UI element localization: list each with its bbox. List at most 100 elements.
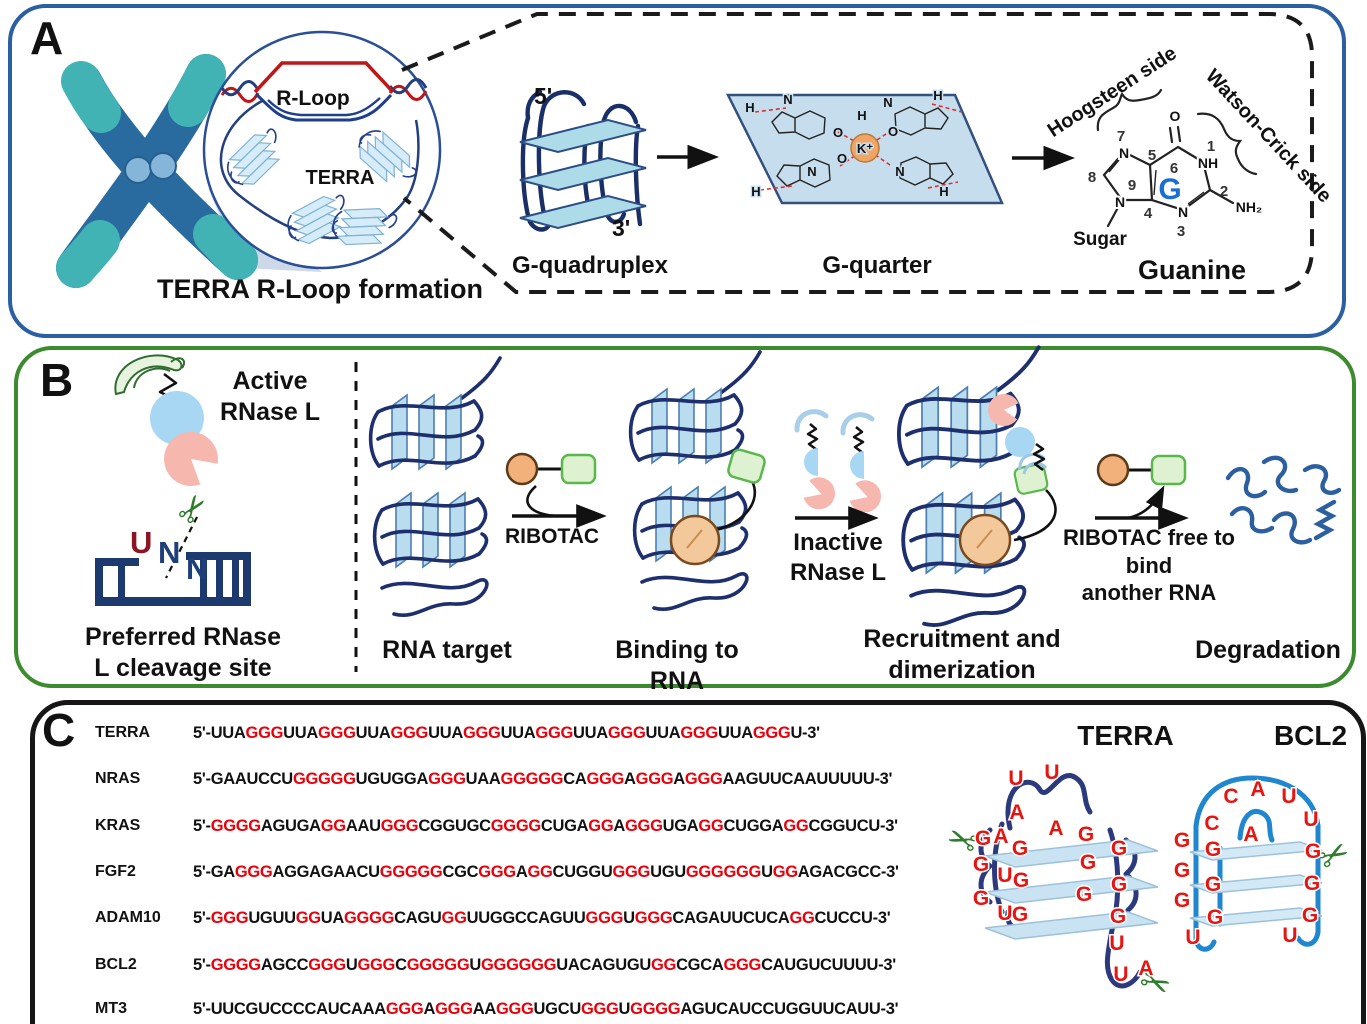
atom-n1h: NH: [1198, 155, 1218, 171]
ring-number-9: 9: [1128, 177, 1136, 194]
degrader-square: [727, 448, 766, 484]
structure-letter: G: [1110, 905, 1126, 928]
structure-letter: G: [1080, 851, 1096, 874]
centromere: [149, 152, 177, 180]
terra-structure-title: TERRA: [1077, 720, 1174, 751]
structure-letter: A: [1009, 801, 1024, 824]
rnase-pink-domain: [988, 393, 1019, 426]
recruited-rnase-l-complex: [958, 393, 1057, 567]
atom-label: N: [883, 95, 892, 110]
panel-a-caption: TERRA R-Loop formation: [157, 274, 483, 304]
structure-letter: U: [1185, 926, 1200, 949]
atom-label: H: [857, 108, 866, 123]
degrader-square: [560, 453, 597, 485]
bound-ribotac: [669, 448, 766, 566]
rna-target-caption: RNA target: [382, 636, 512, 664]
structure-letter: G: [1207, 906, 1223, 929]
guanine-caption: Guanine: [1137, 255, 1246, 285]
gene-name: TERRA: [95, 724, 151, 741]
gene-name: ADAM10: [95, 909, 161, 926]
structure-letter: U: [1281, 785, 1296, 808]
inactive-rnase-l-icon: [794, 409, 882, 513]
free-ribotac-label: RIBOTAC free to bind another RNA: [1063, 525, 1235, 605]
cleavage-letter-u: U: [130, 525, 153, 560]
cleavage-letter-n: N: [186, 551, 209, 586]
structure-letter: G: [973, 853, 989, 876]
panel-a-label: A: [30, 12, 64, 64]
ribotac-molecule: [505, 452, 597, 486]
cleavage-dashed-line: [165, 516, 198, 579]
structure-letter: U: [1044, 761, 1059, 784]
atom-label: H: [751, 184, 760, 199]
rna-sequence: 5'-UUCGUCCCCAUCAAAGGGAGGGAAGGGUGCUGGGUGG…: [193, 1000, 899, 1018]
panel-b-art: ✂: [95, 347, 1342, 672]
structure-letter: U: [1008, 767, 1023, 790]
structure-letter: U: [997, 902, 1012, 925]
structure-letter: G: [1205, 873, 1221, 896]
rnase-pink-domain: [164, 432, 219, 487]
gene-name: MT3: [95, 1000, 127, 1017]
degradation-caption: Degradation: [1195, 636, 1341, 664]
structure-letter: G: [1013, 869, 1029, 892]
atom-label: H: [939, 184, 948, 199]
structure-letter: U: [1109, 932, 1124, 955]
free-ribotac-molecule: [1096, 453, 1187, 487]
potassium-label: K⁺: [857, 141, 873, 156]
atom-n3: N: [1178, 204, 1188, 220]
structure-letter: G: [1304, 872, 1320, 895]
gene-name: KRAS: [95, 817, 141, 834]
rna-sequence: 5'-UUAGGGUUAGGGUUAGGGUUAGGGUUAGGGUUAGGGU…: [193, 724, 820, 742]
active-rnase-label: Active RNase L: [219, 367, 321, 427]
structure-letter: C: [1204, 812, 1219, 835]
atom-o6: O: [1170, 108, 1181, 124]
rna-duplex-ladder: [95, 552, 251, 606]
structure-letter: U: [997, 864, 1012, 887]
atom-n7: N: [1119, 145, 1129, 161]
structure-letter: G: [1174, 829, 1190, 852]
gene-name: FGF2: [95, 863, 136, 880]
structure-letter: G: [975, 827, 991, 850]
r-loop-label: R-Loop: [276, 87, 350, 110]
structure-letter: A: [993, 825, 1008, 848]
ring-number-1: 1: [1207, 138, 1215, 155]
atom-n9: N: [1115, 194, 1125, 210]
active-rnase-l-icon: ✂: [114, 354, 219, 579]
atom-nh2: NH₂: [1236, 199, 1262, 215]
ring-number-7: 7: [1117, 128, 1125, 145]
inactive-rnase-label: Inactive RNase L: [789, 529, 887, 586]
dashed-callout-box: [401, 12, 1314, 294]
five-prime-label: 5': [534, 83, 553, 109]
three-prime-label: 3': [612, 215, 631, 241]
r-loop-rna-strand: [253, 61, 395, 94]
structure-letter: A: [1250, 778, 1265, 801]
degrader-square: [1150, 454, 1187, 486]
structure-letter: G: [1174, 859, 1190, 882]
telomere-tip: [193, 214, 258, 280]
bcl2-structure-title: BCL2: [1273, 720, 1348, 751]
structure-letter: G: [973, 887, 989, 910]
degraded-rna-squiggles: [1225, 455, 1342, 545]
ring-number-2: 2: [1220, 183, 1228, 200]
structure-letter: G: [1076, 883, 1092, 906]
atom-label: O: [888, 124, 898, 139]
binding-caption: Binding to RNA: [615, 636, 739, 696]
binder-circle: [669, 514, 721, 566]
rna-sequence: 5'-GGGGAGCCGGGUGGGCGGGGGUGGGGGGUACAGUGUG…: [193, 956, 896, 974]
magnified-telomere-circle: [202, 30, 442, 270]
structure-letter: A: [1243, 823, 1258, 846]
binder-circle: [505, 452, 539, 486]
structure-letter: C: [1223, 785, 1238, 808]
ring-number-6: 6: [1170, 160, 1178, 177]
atom-label: N: [783, 92, 792, 107]
atom-label: H: [745, 100, 754, 115]
bcl2-structure: ✂ C A U C U G G A G G G G G G G U U: [1172, 775, 1357, 952]
structure-letter: G: [1111, 837, 1127, 860]
atom-label: N: [807, 164, 816, 179]
atom-label: O: [837, 151, 847, 166]
binder-circle: [958, 513, 1012, 567]
telomere-tip: [56, 220, 120, 288]
rna-sequence: 5'-GAAUCCUGGGGGUGUGGAGGGUAAGGGGGCAGGGAGG…: [193, 770, 893, 788]
structure-letter: G: [1302, 904, 1318, 927]
